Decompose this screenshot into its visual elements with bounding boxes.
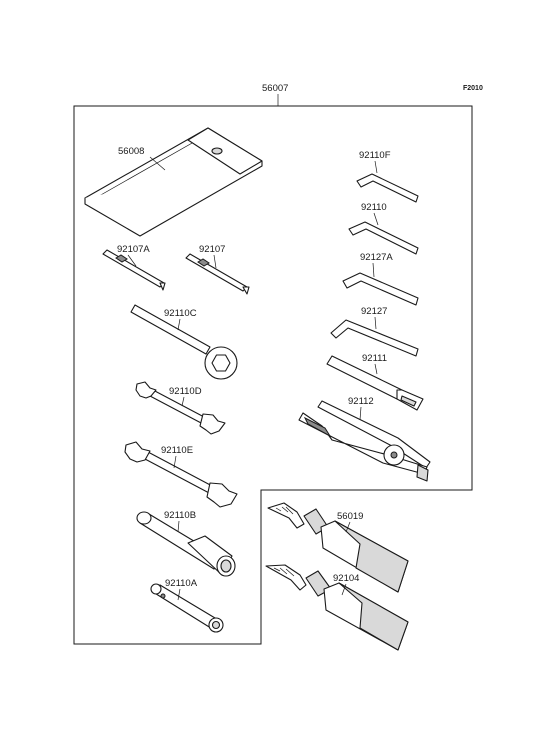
box-wrench-92110c [130,304,238,380]
kit-outline [73,105,473,645]
label-wrench-d: 92110D [169,386,202,397]
leader-screwdriver [213,254,217,269]
grease-tube-92104 [265,564,409,651]
leader-hex-key-f [374,160,378,174]
grease-tube-56019 [267,502,409,593]
handle-92111 [326,355,424,411]
leader-tool-bag [149,156,166,171]
label-hex-key-127: 92127 [361,306,387,317]
hex-key-92127 [330,319,419,357]
hex-key-92127a [342,272,419,306]
label-screwdriver: 92107 [199,244,225,255]
leader-grease-56019 [345,521,351,533]
screwdriver-92107a [102,249,166,291]
label-kit: 56007 [262,83,288,94]
label-hex-key: 92110 [361,202,387,213]
label-screwdriver-a: 92107A [117,244,150,255]
hex-key-92110f [356,173,419,203]
wrench-92110d [135,381,226,435]
label-socket-a: 92110A [165,578,198,589]
figure-code: F2010 [463,85,483,92]
leader-hex-key-127a [372,262,375,278]
label-hex-key-f: 92110F [359,150,391,161]
label-tool-bag: 56008 [118,146,144,157]
leader-handle [374,363,378,375]
leader-socket-b [177,520,180,533]
label-socket-b: 92110B [164,510,196,521]
leader-box-wrench-c [177,318,181,331]
tool-bag [84,127,263,237]
leader-hex-key-127 [374,316,377,330]
label-box-wrench-c: 92110C [164,308,197,319]
label-hex-key-127a: 92127A [360,252,393,263]
leader-socket-a [177,588,181,601]
wrench-92110e [124,441,238,508]
label-grease-92104: 92104 [333,573,359,584]
screwdriver-92107 [185,253,250,295]
leader-grease-92104 [341,583,347,596]
label-handle: 92111 [362,353,387,364]
hex-key-92110 [348,221,419,255]
leader-pliers [359,406,362,421]
leader-wrench-d [181,396,185,407]
label-pliers: 92112 [348,396,374,407]
leader-hex-key [373,212,379,226]
label-wrench-e: 92110E [161,445,193,456]
leader-screwdriver-a [127,254,137,267]
socket-92110a [150,583,224,633]
leader-wrench-e [173,455,177,469]
socket-92110b [136,511,236,577]
pliers-92112 [298,400,431,482]
label-grease-56019: 56019 [337,511,363,522]
